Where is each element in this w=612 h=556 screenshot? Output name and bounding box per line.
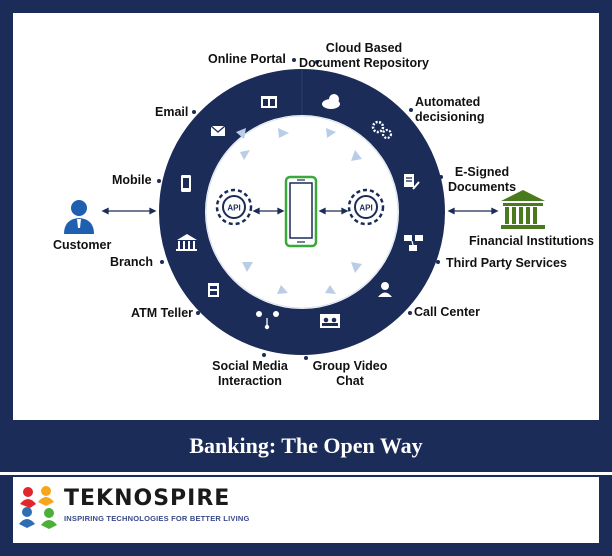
financial-institutions-label: Financial Institutions	[469, 234, 595, 248]
flow-arrow-icon	[326, 128, 336, 138]
customer-person-icon	[64, 200, 94, 234]
group-video-chat-label: Group Video Chat	[302, 359, 398, 389]
flow-arrow-icon	[236, 128, 246, 139]
external-link-arrows	[101, 207, 499, 215]
group-video-line2: Chat	[336, 374, 364, 388]
email-label: Email	[155, 105, 189, 119]
label-dots	[157, 58, 443, 360]
call-center-label: Call Center	[414, 305, 480, 319]
banner-divider	[0, 472, 612, 475]
cloud-repository-label: Cloud Based Document Repository	[294, 41, 434, 71]
financial-institution-building-icon	[501, 190, 545, 229]
banner-title: Banking: The Open Way	[189, 433, 423, 458]
api-right-label: API	[359, 204, 372, 213]
mobile-label: Mobile	[112, 173, 152, 187]
esigned-line2: Documents	[447, 180, 517, 194]
title-banner	[0, 420, 612, 472]
social-line1: Social Media	[212, 359, 288, 373]
group-video-line1: Group Video	[312, 359, 388, 373]
flow-arrow-icon	[240, 150, 250, 160]
esign-document-icon	[404, 174, 420, 190]
branch-bank-icon	[176, 234, 197, 251]
flow-arrow-icon	[242, 262, 253, 272]
flow-arrow-icon	[278, 128, 289, 138]
atm-teller-label: ATM Teller	[131, 306, 194, 320]
cloud-icon	[322, 94, 340, 109]
cloud-line2: Document Repository	[299, 56, 429, 70]
flow-arrow-icon	[277, 285, 288, 294]
cloud-line1: Cloud Based	[325, 41, 403, 55]
customer-label: Customer	[53, 238, 112, 252]
automated-line2: decisioning	[415, 110, 485, 124]
video-chat-icon	[320, 314, 340, 328]
third-party-network-icon	[404, 235, 423, 251]
logo-area	[13, 477, 599, 543]
esigned-documents-label: E-Signed Documents	[444, 165, 520, 195]
online-portal-label: Online Portal	[208, 52, 286, 66]
social-line2: Interaction	[218, 374, 282, 388]
api-gear-left-icon: API	[215, 188, 253, 226]
call-center-agent-icon	[378, 282, 392, 297]
email-icon	[210, 125, 226, 136]
automated-line1: Automated	[415, 95, 481, 109]
flow-arrow-icon	[325, 285, 336, 294]
logo-tagline: INSPIRING TECHNOLOGIES FOR BETTER LIVING	[64, 514, 250, 523]
third-party-services-label: Third Party Services	[446, 256, 567, 270]
logo-wordmark: TEKNOSPIRE	[64, 486, 231, 511]
branch-label: Branch	[110, 255, 154, 269]
flow-arrow-icon	[351, 262, 362, 273]
teknospire-logo-icon	[19, 486, 57, 529]
social-media-interaction-label: Social Media Interaction	[200, 359, 300, 389]
flow-arrows	[236, 128, 362, 294]
esigned-line1: E-Signed	[454, 165, 510, 179]
api-gear-right-icon: API	[347, 188, 385, 226]
online-portal-icon	[261, 96, 277, 108]
social-media-icon	[256, 311, 279, 330]
smartphone-icon	[284, 175, 318, 248]
api-left-label: API	[227, 204, 240, 213]
atm-machine-icon	[208, 283, 219, 297]
automated-decisioning-label: Automated decisioning	[415, 95, 484, 125]
gears-icon	[371, 120, 393, 140]
mobile-phone-icon	[181, 175, 191, 192]
flow-arrow-icon	[351, 150, 362, 161]
api-link-arrows	[252, 207, 349, 215]
